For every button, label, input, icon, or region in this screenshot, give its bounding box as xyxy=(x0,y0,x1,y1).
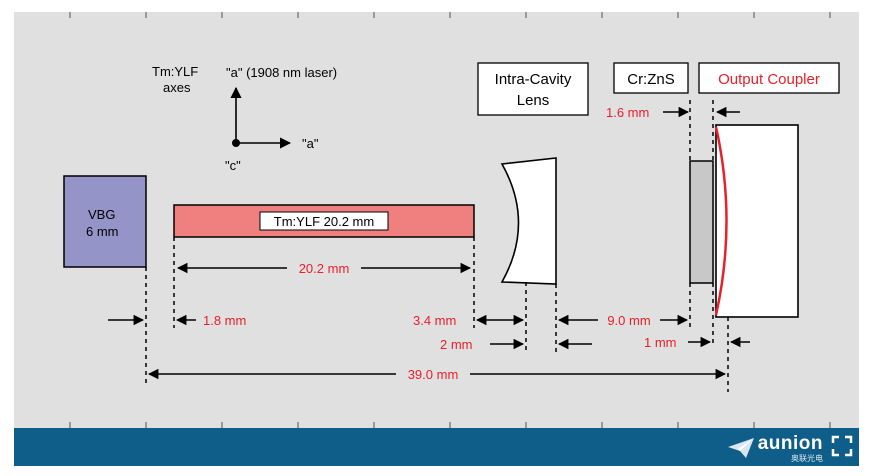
crzns-label-box xyxy=(613,62,689,94)
lens-thickness-label: 2 mm xyxy=(440,337,473,352)
crzns-label: Cr:ZnS xyxy=(627,71,675,88)
crystal-axes: Tm:YLF axes "a" (1908 nm laser) "a" "c" xyxy=(152,64,337,173)
crystal-length-label-bg xyxy=(287,260,361,276)
oc-label-box xyxy=(698,62,840,94)
output-coupler xyxy=(715,124,799,318)
crzns-crystal xyxy=(689,160,714,284)
axes-label-line2: axes xyxy=(163,80,191,95)
intra-cavity-lens xyxy=(500,157,557,285)
total-length-label-bg xyxy=(396,366,470,382)
vbg-element xyxy=(63,175,147,268)
expand-icon[interactable] xyxy=(831,435,853,457)
vbg-label-line1: VBG xyxy=(88,207,115,222)
axes-label-line1: Tm:YLF xyxy=(152,64,198,79)
axis-up-label: "a" (1908 nm laser) xyxy=(226,65,337,80)
gap-crzns-oc-label: 1 mm xyxy=(644,335,677,350)
lens-label-box xyxy=(477,62,589,116)
gap-lens-crzns-label: 9.0 mm xyxy=(607,313,650,328)
gap-vbg-crystal-label: 1.8 mm xyxy=(203,313,246,328)
footer-bar: aunion 奥联光电 xyxy=(14,428,859,466)
aunion-logo: aunion 奥联光电 xyxy=(726,434,823,462)
axis-origin-label: "c" xyxy=(225,158,241,173)
crzns-thickness-label: 1.6 mm xyxy=(606,105,649,120)
lens-label-line2: Lens xyxy=(517,92,550,109)
total-length-label: 39.0 mm xyxy=(408,367,459,382)
crystal-length-label: 20.2 mm xyxy=(299,261,350,276)
gap-lens-crzns-label-bg xyxy=(598,312,660,328)
paper-plane-icon xyxy=(727,438,754,458)
vbg-label-line2: 6 mm xyxy=(86,224,119,239)
axis-origin-dot xyxy=(232,139,240,147)
logo-subtitle: 奥联光电 xyxy=(791,453,823,463)
reference-dashed-lines xyxy=(145,100,729,392)
oc-label: Output Coupler xyxy=(718,71,820,88)
axis-right-label: "a" xyxy=(302,136,319,151)
logo-name: aunion xyxy=(757,432,823,454)
crystal-label-box xyxy=(259,211,389,231)
output-coupler-coating xyxy=(714,126,728,316)
crystal-label: Tm:YLF 20.2 mm xyxy=(274,214,374,229)
border-ticks xyxy=(69,12,831,428)
gap-crystal-lens-label: 3.4 mm xyxy=(413,313,456,328)
lens-label-line1: Intra-Cavity xyxy=(495,71,572,88)
